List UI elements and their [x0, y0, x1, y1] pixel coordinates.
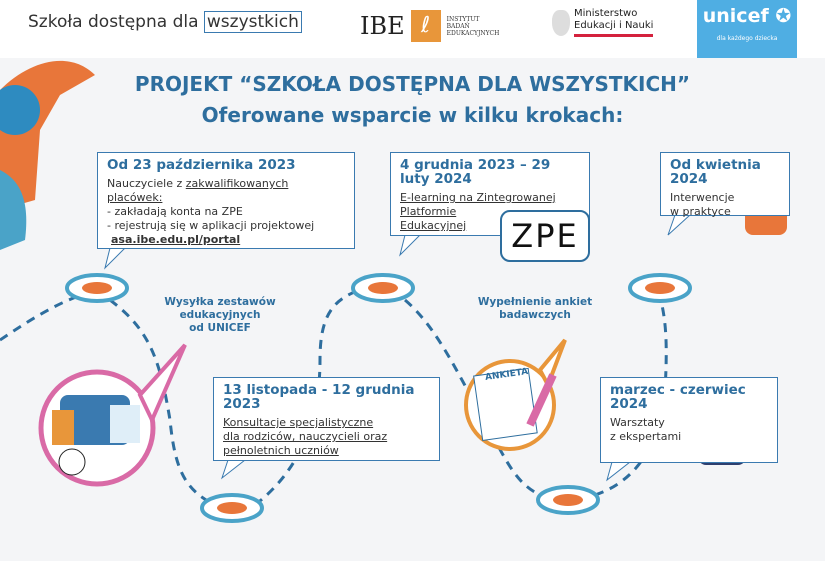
step-text: zakwalifikowanych placówek: — [107, 177, 289, 204]
page-subtitle: Oferowane wsparcie w kilku krokach: — [201, 103, 624, 127]
ministry-line: Ministerstwo — [574, 8, 638, 19]
brand-boxed-text: wszystkich — [203, 11, 302, 33]
step-text: pełnoletnich uczniów — [223, 444, 339, 457]
unicef-text: unicef — [702, 5, 769, 27]
zpe-logo: ZPE — [500, 210, 590, 262]
ibe-sub: EDUKACYJNYCH — [446, 29, 500, 37]
brand-logo: Szkoła dostępna dla wszystkich — [28, 11, 302, 33]
step-text: w praktyce — [670, 205, 731, 218]
step-box-4: 13 listopada - 12 grudnia 2023 Konsultac… — [213, 377, 440, 461]
step-box-3: Od kwietnia 2024 Interwencje w praktyce — [660, 152, 790, 218]
step-date: marzec - czerwiec 2024 — [610, 382, 746, 412]
step-text: dla rodziców, nauczycieli oraz — [223, 430, 388, 443]
step-date: Od 23 października 2023 — [107, 157, 296, 173]
label-line: badawczych — [499, 309, 571, 321]
step-text: z ekspertami — [610, 430, 682, 443]
page-title: PROJEKT “SZKOŁA DOSTĘPNA DLA WSZYSTKICH” — [134, 72, 691, 96]
label-line: Wysyłka zestawów — [164, 296, 276, 308]
label-line: od UNICEF — [189, 322, 251, 334]
step-text: - rejestrują się w aplikacji projektowej — [107, 219, 315, 232]
step-date: 4 grudnia 2023 – 29 luty 2024 — [400, 157, 551, 187]
step-text: Nauczyciele z — [107, 177, 186, 190]
ibe-sub: INSTYTUT — [446, 15, 480, 23]
ibe-text: IBE — [360, 12, 405, 40]
step-date: Od kwietnia 2024 — [670, 157, 761, 187]
step-text: Platformie — [400, 205, 457, 218]
unicef-logo: unicef ✪ dla każdego dziecka — [697, 0, 797, 58]
globe-icon: ✪ — [775, 5, 792, 27]
ministry-line: Edukacji i Nauki — [574, 20, 654, 31]
step-text: Warsztaty — [610, 416, 665, 429]
step-date: 13 listopada - 12 grudnia 2023 — [223, 382, 415, 412]
brand-text: Szkoła dostępna dla — [28, 12, 204, 32]
label-line: edukacyjnych — [179, 309, 261, 321]
unicef-tagline: dla każdego dziecka — [716, 35, 778, 42]
step-box-5: marzec - czerwiec 2024 Warsztaty z ekspe… — [600, 377, 778, 463]
step-text: Edukacyjnej — [400, 219, 467, 232]
eagle-icon — [552, 9, 570, 36]
ibe-sub: BADAŃ — [446, 22, 470, 30]
step-text: E-learning na Zintegrowanej — [400, 191, 556, 204]
ibe-mark-icon: ℓ — [410, 10, 441, 42]
label-line: Wypełnienie ankiet — [477, 296, 593, 308]
step-text: - zakładają konta na ZPE — [107, 205, 243, 218]
step-text: Interwencje — [670, 191, 735, 204]
step-text: Konsultacje specjalistyczne — [223, 416, 374, 429]
step-box-1: Od 23 października 2023 Nauczyciele z za… — [97, 152, 355, 249]
portal-link[interactable]: asa.ibe.edu.pl/portal — [111, 233, 241, 246]
